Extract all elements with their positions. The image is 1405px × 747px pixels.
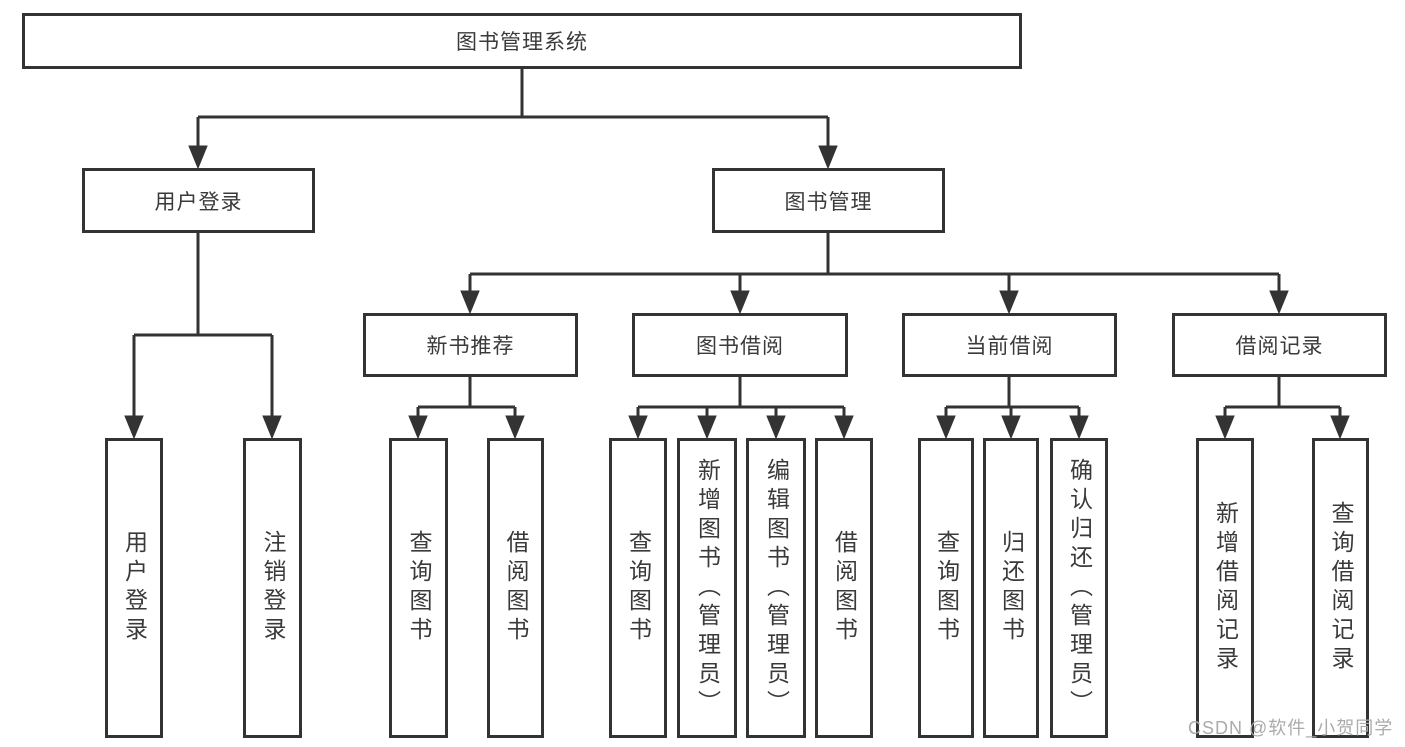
node-library-management-system: 图书管理系统 (22, 13, 1022, 69)
node-label: 查询图书 (933, 530, 960, 646)
node-user-login: 用户登录 (82, 168, 315, 233)
node-label: 图书管理 (784, 190, 873, 214)
node-label: 归还图书 (998, 530, 1025, 646)
leaf-borrow-books: 借阅图书 (487, 438, 544, 738)
leaf-logout-login: 注销登录 (243, 438, 302, 738)
leaf-edit-book-admin: 编辑图书（管理员） (746, 438, 806, 738)
node-label: 用户登录 (121, 530, 148, 646)
node-label: 确认归还（管理员） (1066, 457, 1093, 719)
node-label: 查询图书 (625, 530, 652, 646)
node-book-borrowing: 图书借阅 (632, 313, 848, 377)
leaf-return-books: 归还图书 (983, 438, 1039, 738)
node-current-borrowing: 当前借阅 (902, 313, 1117, 377)
node-label: 借阅图书 (503, 530, 529, 646)
node-label: 当前借阅 (965, 335, 1054, 358)
leaf-user-login: 用户登录 (105, 438, 163, 738)
node-borrowing-records: 借阅记录 (1172, 313, 1387, 377)
node-label: 新增借阅记录 (1212, 501, 1239, 675)
node-new-book-recommendation: 新书推荐 (363, 313, 578, 377)
node-label: 查询借阅记录 (1328, 501, 1354, 675)
node-label: 新增图书（管理员） (694, 457, 721, 719)
leaf-query-books: 查询图书 (609, 438, 667, 738)
node-label: 图书管理系统 (456, 31, 588, 54)
leaf-confirm-return-admin: 确认归还（管理员） (1050, 438, 1108, 738)
node-label: 用户登录 (154, 190, 243, 214)
node-label: 查询图书 (406, 530, 432, 646)
watermark: CSDN @软件_小贺同学 (1188, 718, 1394, 738)
node-label: 图书借阅 (696, 335, 784, 358)
leaf-borrow-books: 借阅图书 (815, 438, 873, 738)
leaf-query-books: 查询图书 (389, 438, 448, 738)
node-label: 借阅记录 (1235, 335, 1324, 358)
leaf-add-borrow-record: 新增借阅记录 (1196, 438, 1254, 738)
node-book-management: 图书管理 (712, 168, 945, 233)
node-label: 编辑图书（管理员） (763, 457, 790, 719)
node-label: 借阅图书 (831, 530, 858, 646)
node-label: 注销登录 (260, 530, 286, 646)
leaf-add-book-admin: 新增图书（管理员） (677, 438, 737, 738)
leaf-query-borrow-record: 查询借阅记录 (1312, 438, 1369, 738)
node-label: 新书推荐 (426, 335, 515, 358)
leaf-query-books: 查询图书 (918, 438, 974, 738)
